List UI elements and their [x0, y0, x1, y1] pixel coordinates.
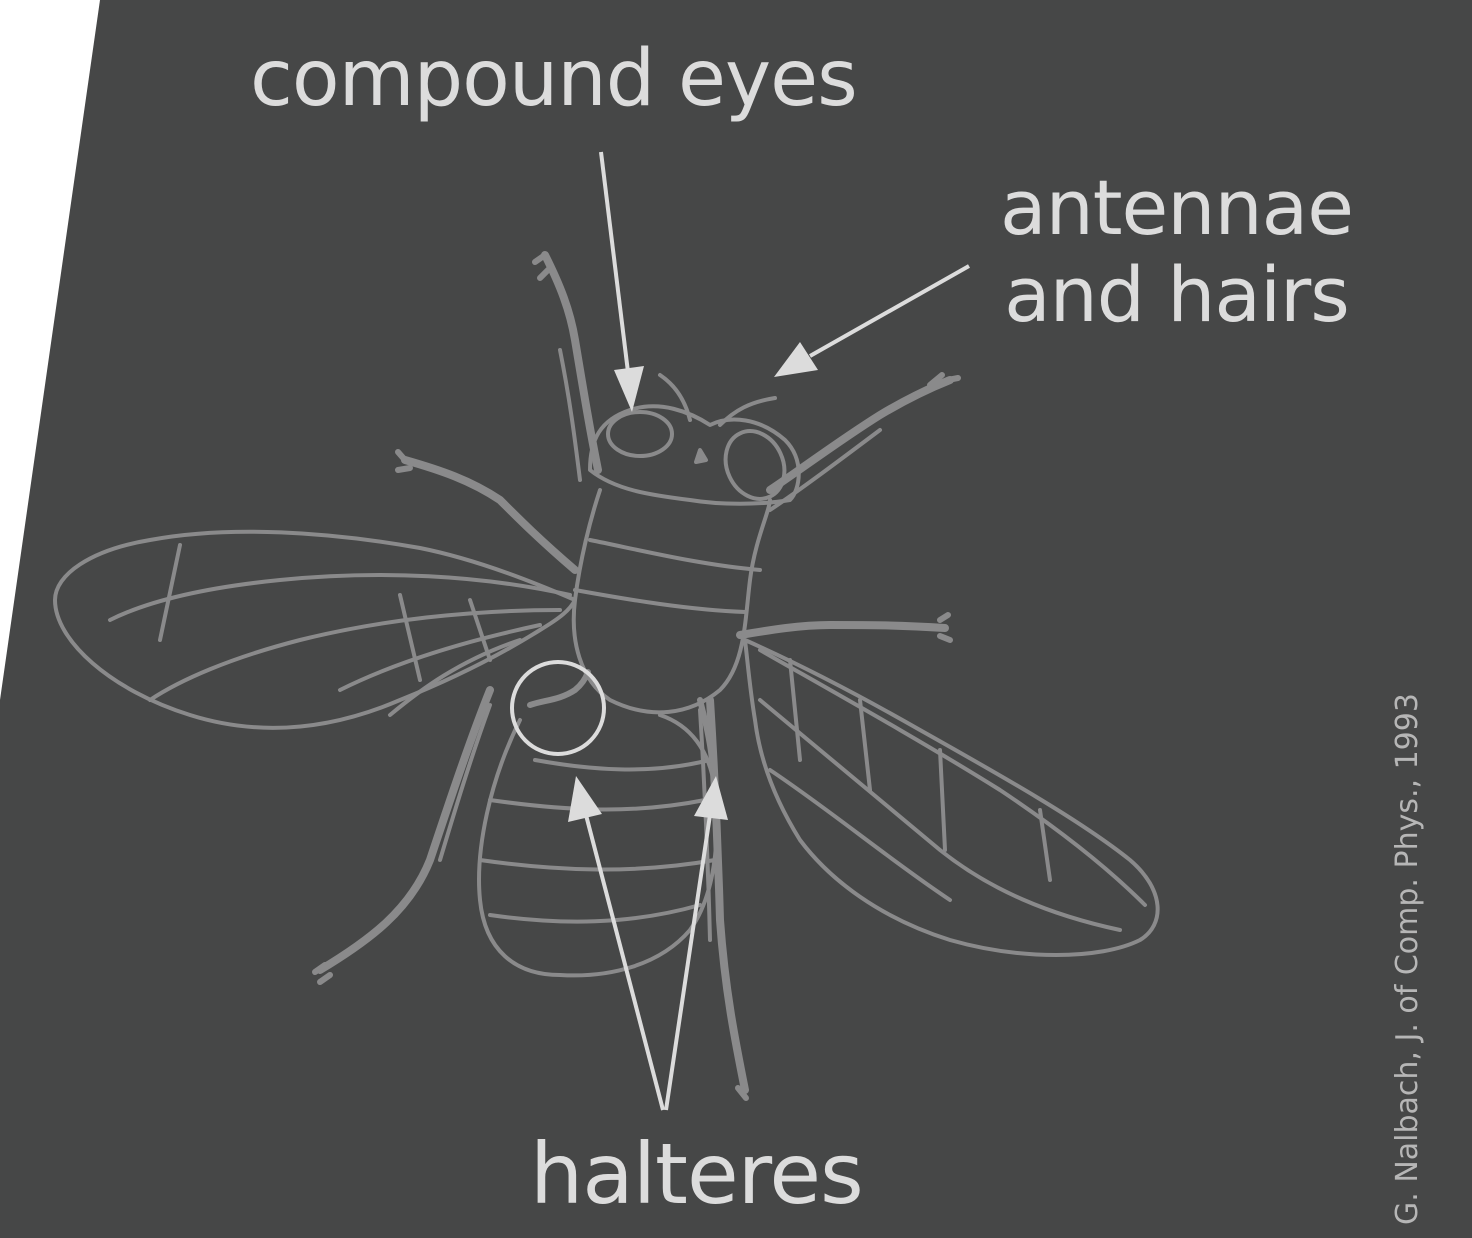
label-compound-eyes: compound eyes [250, 40, 857, 118]
label-antennae-and-hairs: antennae and hairs [1000, 165, 1353, 338]
source-credit: G. Nalbach, J. of Comp. Phys., 1993 [1390, 693, 1425, 1225]
label-halteres: halteres [530, 1132, 863, 1216]
label-antennae-line1: antennae [1000, 165, 1353, 252]
label-antennae-line2: and hairs [1000, 252, 1353, 339]
